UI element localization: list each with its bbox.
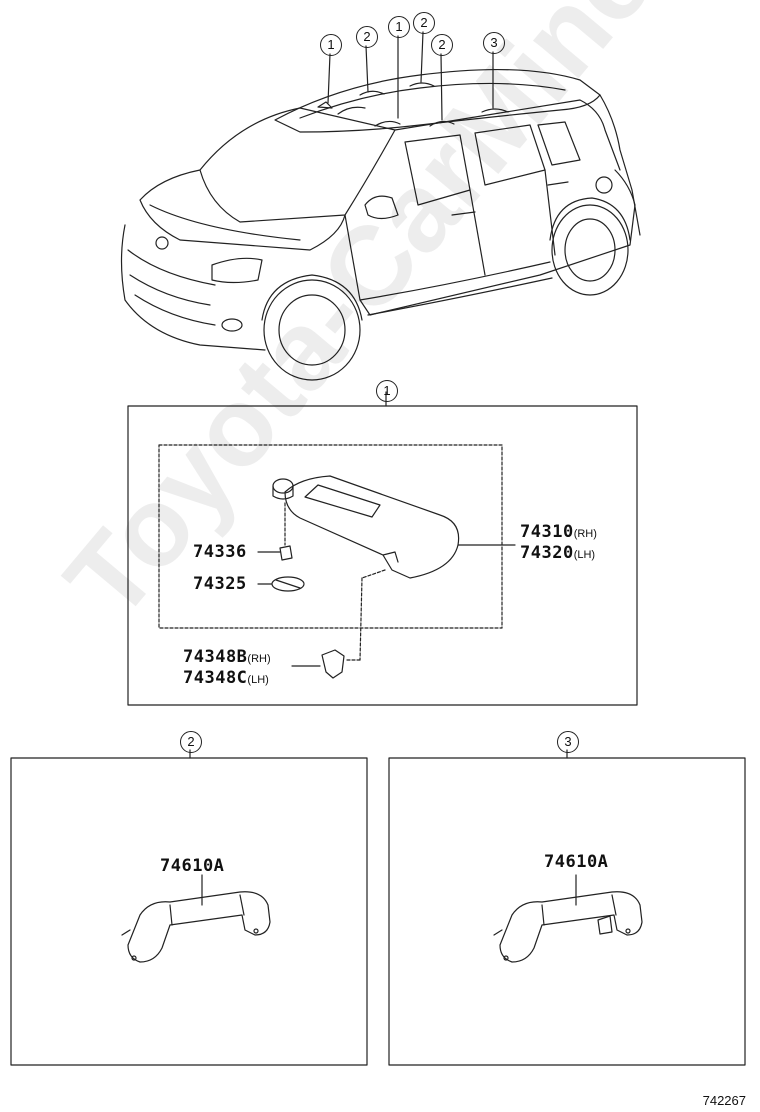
- assist-grip-drawing-2: [121, 874, 271, 963]
- side-label: (RH): [573, 528, 597, 540]
- callout-3-grip-group: 3: [557, 731, 579, 753]
- visor-group-frame: [127, 405, 638, 706]
- side-label: (RH): [247, 653, 271, 665]
- assist-grip-drawing-3: [493, 874, 643, 963]
- callout-2-car-b: 2: [413, 12, 435, 34]
- part-number-assist-grip-2[interactable]: 74610A: [160, 856, 225, 876]
- part-code: 74348C: [183, 668, 248, 688]
- callout-1-visor-group: 1: [376, 380, 398, 402]
- car-illustration: [120, 31, 641, 381]
- callout-1-car-b: 1: [388, 16, 410, 38]
- callout-3-car: 3: [483, 32, 505, 54]
- part-code: 74310: [520, 522, 574, 542]
- grip-group-2-frame: [10, 757, 368, 1066]
- part-number-visor-rh[interactable]: 74310(RH): [520, 522, 597, 542]
- part-number-visor-cover[interactable]: 74325: [193, 574, 247, 594]
- visor-subassembly-frame: [158, 444, 503, 629]
- side-label: (LH): [573, 549, 596, 561]
- part-number-visor-clip[interactable]: 74336: [193, 542, 247, 562]
- grip-group-3-frame: [388, 757, 746, 1066]
- part-number-holder-lh[interactable]: 74348C(LH): [183, 668, 269, 688]
- part-number-holder-rh[interactable]: 74348B(RH): [183, 647, 271, 667]
- sun-visor-drawing: [257, 475, 516, 679]
- part-code: 74320: [520, 543, 574, 563]
- part-number-visor-lh[interactable]: 74320(LH): [520, 543, 595, 563]
- callout-1-car-a: 1: [320, 34, 342, 56]
- callout-2-car-a: 2: [356, 26, 378, 48]
- part-number-assist-grip-3[interactable]: 74610A: [544, 852, 609, 872]
- callout-2-grip-group: 2: [180, 731, 202, 753]
- illustration-number: 742267: [702, 1093, 746, 1108]
- side-label: (LH): [247, 674, 269, 686]
- callout-2-car-c: 2: [431, 34, 453, 56]
- part-code: 74348B: [183, 647, 248, 667]
